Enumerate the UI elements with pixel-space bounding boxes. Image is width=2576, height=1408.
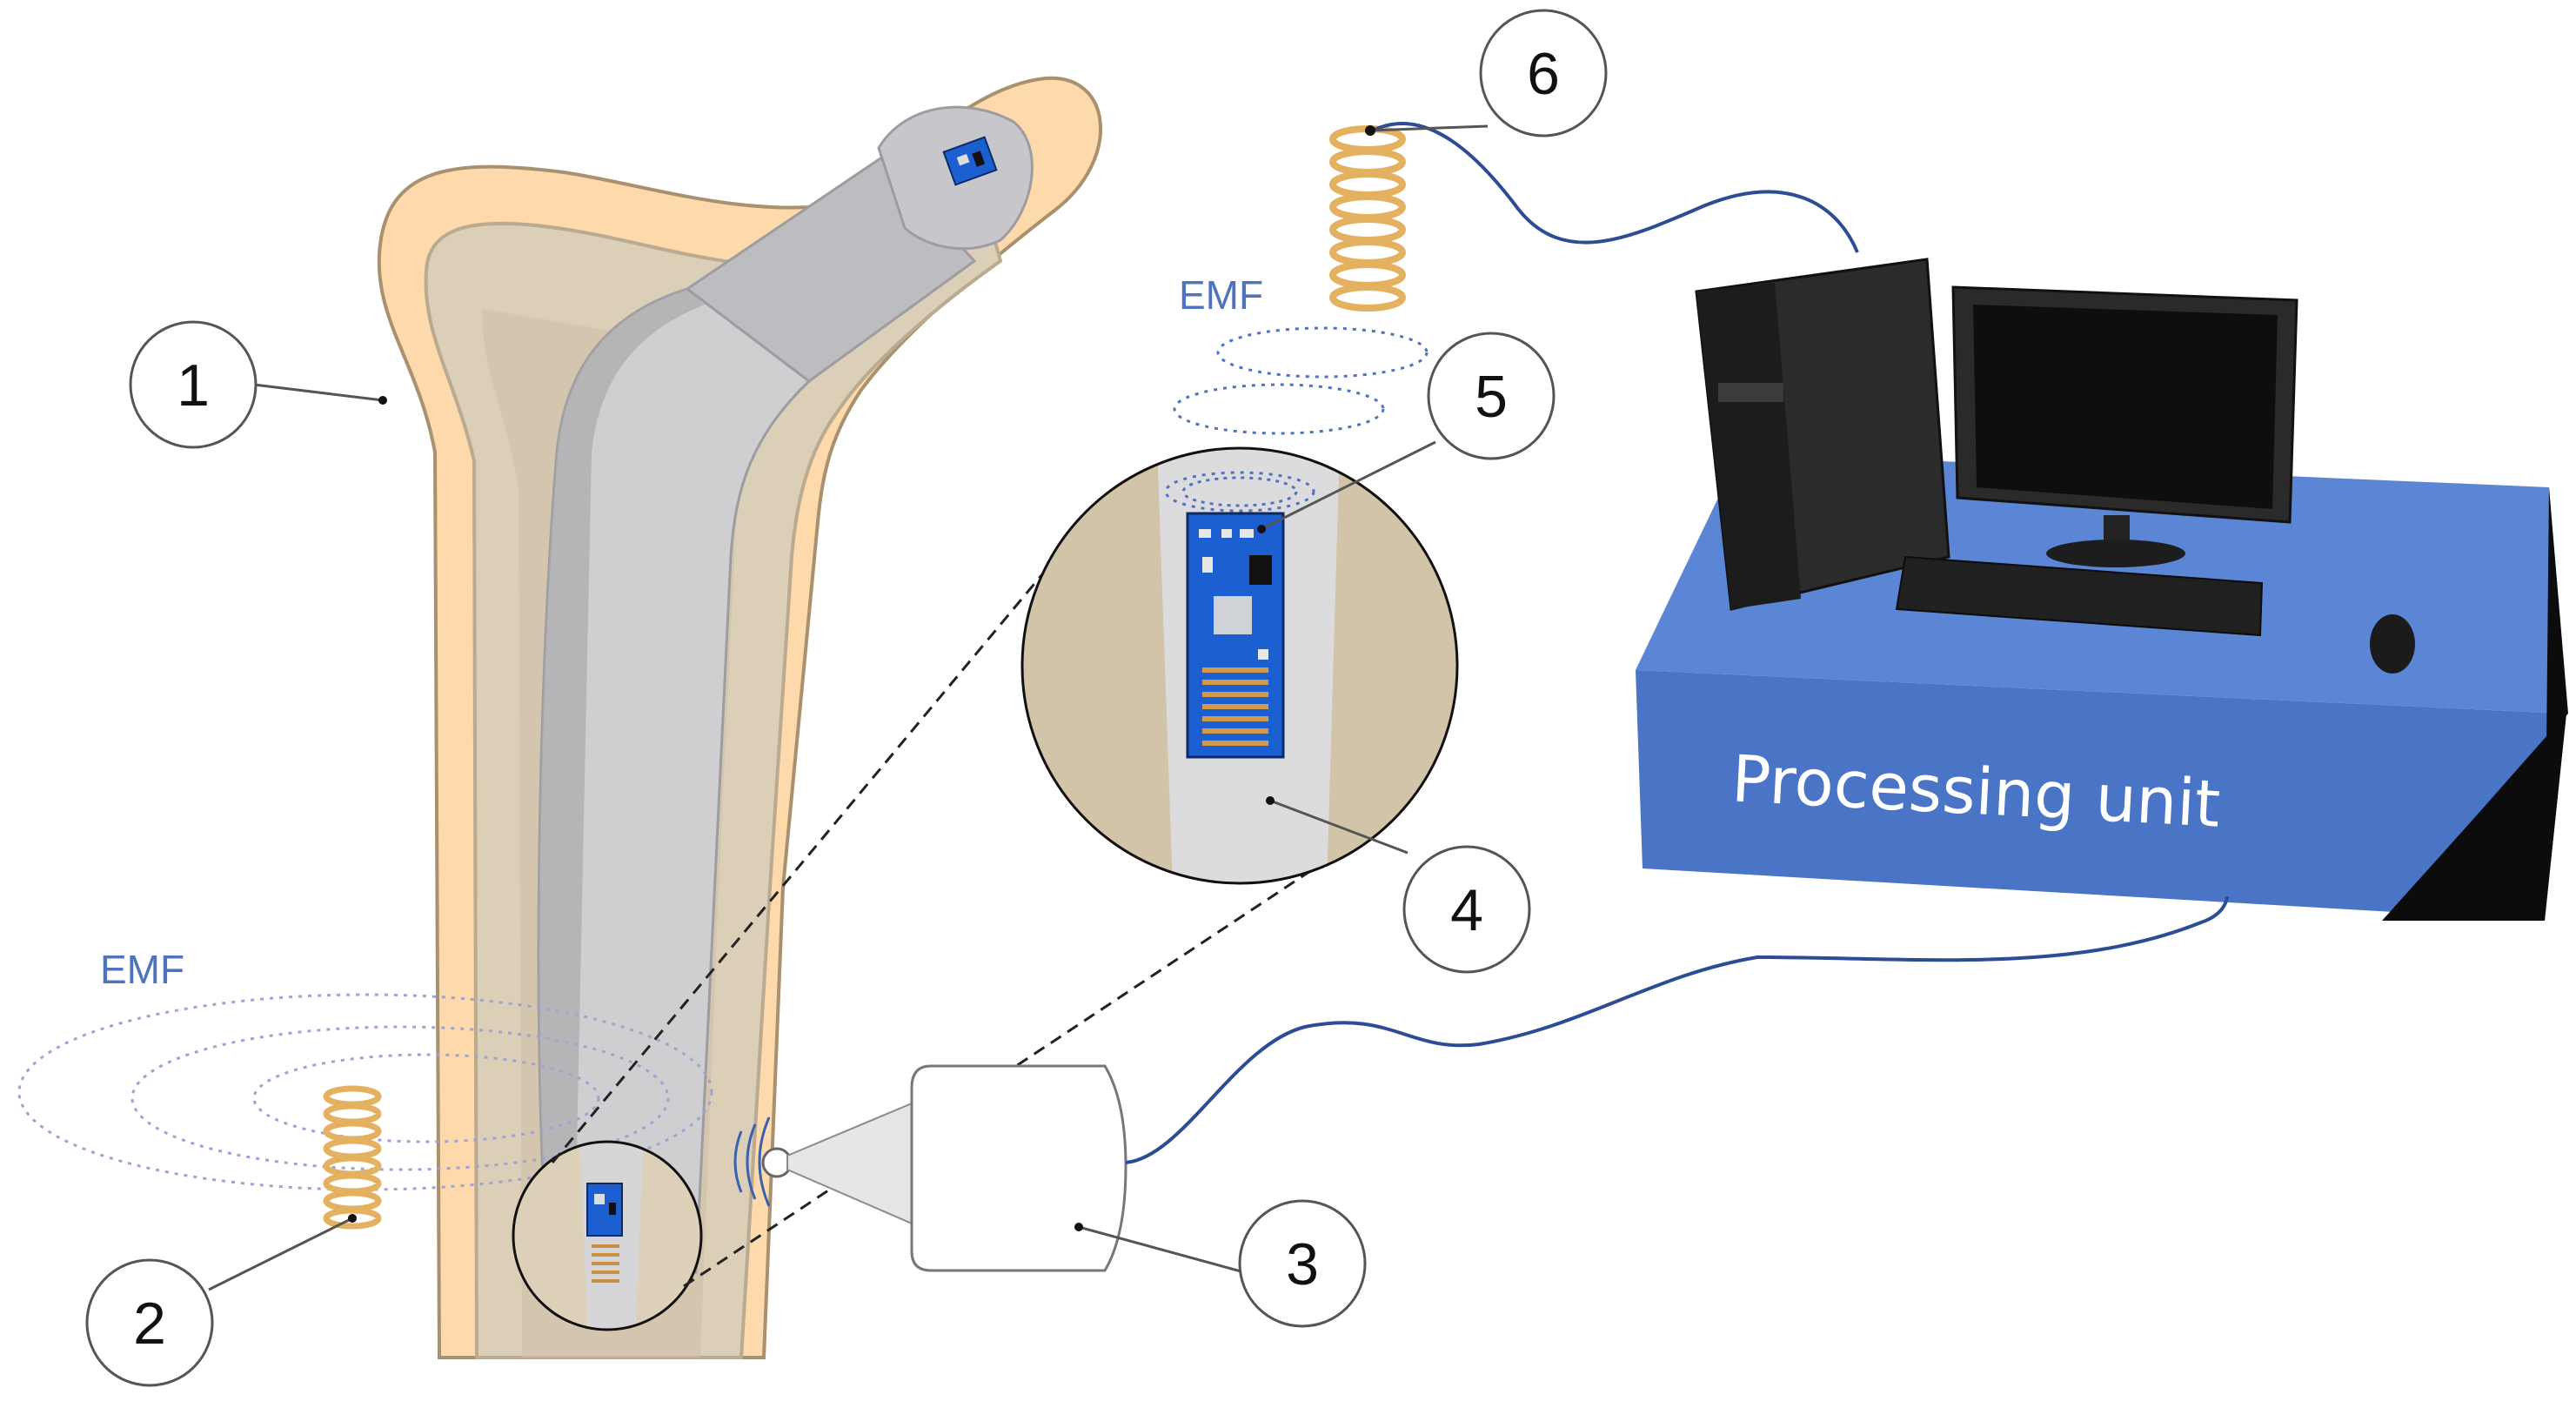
cable-coil-to-computer: [1372, 122, 1859, 253]
implant-stem-shade: [539, 289, 705, 1272]
hip-implant: [537, 105, 1034, 1274]
transducer-body: [910, 1064, 1127, 1272]
cable-transducer-to-computer: [1125, 895, 2229, 1164]
head-sensor-chip: [942, 136, 998, 186]
callout-3: 3: [1238, 1199, 1367, 1328]
mouse: [2370, 614, 2415, 674]
magnifier-circle-small: [512, 1140, 703, 1331]
emf-label-lower: EMF: [100, 947, 184, 992]
stem-sensor-detail: [512, 1140, 703, 1331]
callout-1-number: 1: [177, 352, 210, 419]
callout-2: 2: [85, 1258, 214, 1387]
callout-1: 1: [129, 320, 258, 449]
emf-label-upper: EMF: [1179, 272, 1263, 318]
keyboard: [1895, 555, 2264, 637]
coil-2: [323, 1085, 382, 1230]
wave-arcs: [733, 1116, 771, 1207]
callout-6: 6: [1479, 9, 1608, 137]
callout-4-number: 4: [1450, 877, 1483, 943]
emf-field-upper: [1164, 326, 1429, 513]
tower-front: [1696, 283, 1801, 609]
monitor-base: [2046, 540, 2185, 567]
callout-6-number: 6: [1527, 41, 1560, 107]
desk-side-shade: [2382, 487, 2568, 921]
callout-5-number: 5: [1475, 364, 1508, 430]
cables: [1125, 122, 2229, 1164]
desk-front: [1636, 670, 2566, 921]
processing-unit: Processing unit: [1636, 258, 2568, 921]
callout-4: 4: [1402, 845, 1531, 974]
tower-drive-bay: [1718, 383, 1783, 402]
monitor-screen: [1973, 305, 2278, 509]
callout-5: 5: [1427, 332, 1556, 460]
callout-leaders: [208, 124, 1489, 1291]
zoom-connector-lines: [551, 553, 1365, 1288]
zoomed-sensor: [1020, 446, 1459, 885]
transducer: [733, 1064, 1127, 1272]
callout-3-number: 3: [1286, 1231, 1319, 1297]
coil-6: [1329, 125, 1406, 312]
callout-2-number: 2: [133, 1291, 166, 1357]
zoom-circle: [1020, 446, 1459, 885]
sensor-coil-traces: [1202, 667, 1268, 746]
callout-leader-dots: [348, 125, 1375, 1231]
